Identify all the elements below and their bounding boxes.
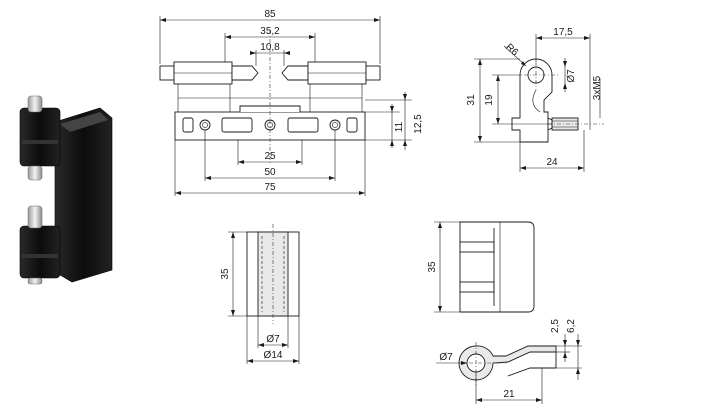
dim-25-label: 25 [264, 151, 276, 162]
side-view: 17,5 R6 Ø7 3xM5 31 19 24 [466, 27, 604, 172]
dim-6-2-label: 6,2 [566, 319, 577, 333]
pin-view: 35 Ø7 Ø14 [220, 224, 300, 364]
dim-d7-side-label: Ø7 [566, 69, 577, 83]
dim-17-5-label: 17,5 [553, 27, 573, 38]
hinge-product-photo [19, 95, 113, 285]
leaf-view: 35 [427, 221, 535, 313]
dim-3xm5-label: 3xM5 [592, 75, 603, 100]
dim-24-label: 24 [546, 157, 558, 168]
dim-d7-pin-label: Ø7 [266, 334, 280, 345]
dim-2-5-label: 2,5 [550, 319, 561, 333]
dim-d14-label: Ø14 [264, 350, 283, 361]
dim-d7-section-label: Ø7 [439, 352, 453, 363]
dim-31-label: 31 [466, 94, 477, 106]
dim-50-label: 50 [264, 167, 276, 178]
dim-35-leaf-label: 35 [427, 261, 438, 273]
dim-35-pin-label: 35 [220, 268, 231, 280]
dim-85-label: 85 [264, 9, 276, 20]
dim-11-label: 11 [394, 121, 405, 132]
top-view: 85 35,2 10,8 12,5 11 25 50 [159, 9, 424, 196]
dim-75-label: 75 [264, 182, 276, 193]
dim-35-2-label: 35,2 [260, 26, 280, 37]
dim-10-8-label: 10,8 [260, 42, 280, 53]
section-view: Ø7 2,5 6,2 21 [436, 319, 582, 404]
dim-19-label: 19 [484, 94, 495, 106]
dim-12-5-label: 12,5 [413, 114, 424, 134]
dim-r6-label: R6 [503, 42, 520, 59]
dim-21-label: 21 [503, 389, 515, 400]
